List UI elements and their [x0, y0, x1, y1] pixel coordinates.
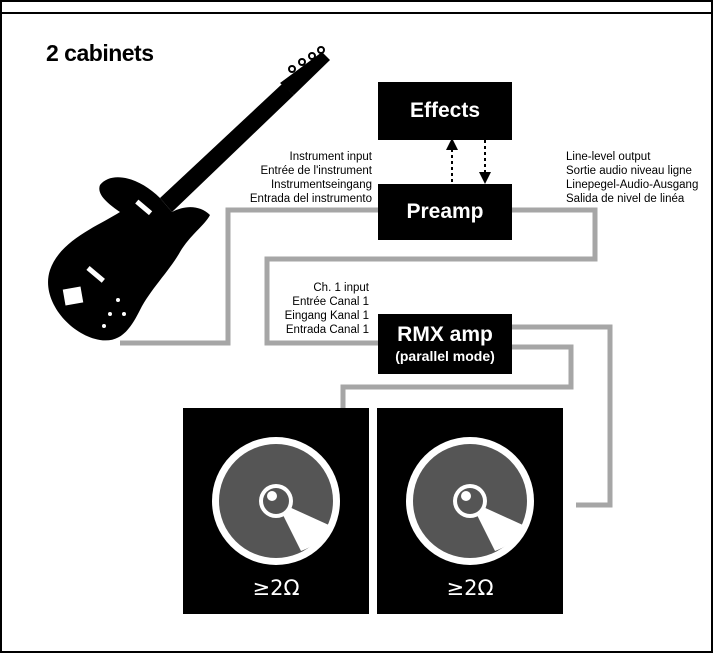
speaker-cabinet-right: ≥2Ω [377, 408, 563, 614]
instrument-cable [120, 207, 378, 346]
impedance-label-left: ≥2Ω [252, 576, 300, 600]
speaker-cable-right [511, 324, 613, 508]
line-output-label: Line-level output Sortie audio niveau li… [566, 151, 699, 205]
rmx-label: RMX amp [397, 323, 493, 346]
bass-guitar-icon [48, 46, 330, 341]
instrument-input-label: Instrument input Entrée de l'instrument … [249, 151, 372, 205]
speaker-cable-left [340, 344, 574, 410]
preamp-unit: Preamp [378, 184, 512, 240]
line-output-cable [264, 207, 598, 346]
rmx-amp-unit: RMX amp (parallel mode) [378, 314, 512, 374]
ch1-input-label: Ch. 1 input Entrée Canal 1 Eingang Kanal… [284, 282, 369, 336]
speaker-cabinet-left: ≥2Ω [183, 408, 369, 614]
speaker-icon [212, 437, 340, 565]
speaker-icon [406, 437, 534, 565]
impedance-label-right: ≥2Ω [446, 576, 494, 600]
return-arrow-head [479, 172, 491, 184]
diagram-title: 2 cabinets [46, 40, 154, 66]
send-arrow-head [446, 138, 458, 150]
header-divider [0, 12, 713, 14]
rmx-sublabel: (parallel mode) [395, 348, 495, 364]
effects-unit: Effects [378, 82, 512, 140]
effects-label: Effects [409, 99, 481, 122]
preamp-label: Preamp [406, 200, 484, 223]
